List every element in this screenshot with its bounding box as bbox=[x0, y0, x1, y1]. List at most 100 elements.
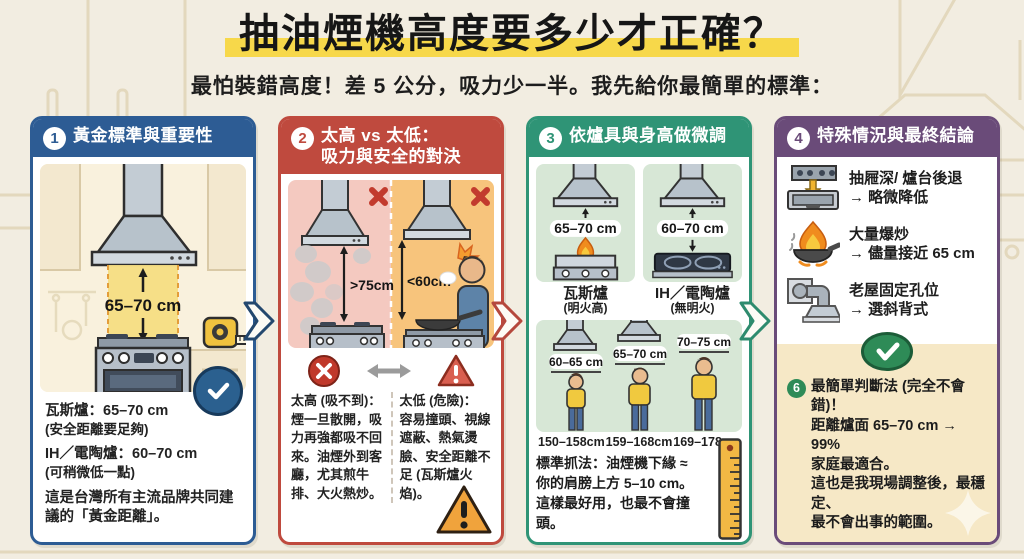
small-hood-2 bbox=[617, 320, 661, 342]
gas-stove-note: (安全距離要足夠) bbox=[45, 421, 149, 437]
duct-pipe-icon bbox=[787, 278, 840, 323]
panel3-header: 3 依爐具與身高做微調 bbox=[529, 119, 749, 157]
list-item-stirfry: 大量爆炒 → 儘量接近 65 cm bbox=[785, 220, 989, 268]
panel-stove-and-height-adjust: 3 依爐具與身高做微調 65–70 cm bbox=[526, 116, 752, 545]
ih-stove-note: (可稍微低一點) bbox=[45, 465, 135, 481]
person-tall-drawing bbox=[691, 357, 717, 431]
figure1-cm-label: 60–65 cm bbox=[549, 355, 603, 369]
conclusion-box: 6 最簡單判斷法 (完全不會錯)！ 距離爐面 65–70 cm → 99% 家庭… bbox=[777, 343, 997, 542]
panel2-title: 太高 vs 太低： 吸力與安全的對決 bbox=[321, 126, 461, 167]
check-circle-icon bbox=[193, 366, 243, 416]
gas-distance-label: 65–70 cm bbox=[554, 220, 616, 236]
golden-distance-note: 這是台灣所有主流品牌共同建議的「黃金距離」。 bbox=[45, 489, 234, 525]
panel2-number-badge: 2 bbox=[291, 127, 314, 150]
ih-stove-box: 60–70 cm bbox=[643, 164, 742, 282]
drawer-case-line1: 抽屜深/ 爐台後退 bbox=[849, 169, 963, 187]
hood-too-low-drawing bbox=[403, 180, 471, 241]
kitchen-hood-illustration: 65–70 cm bbox=[40, 164, 246, 392]
panel2-title-line1: 太高 vs 太低： bbox=[321, 126, 439, 145]
flow-arrow-2-icon bbox=[491, 301, 523, 341]
kitchen-scene-drawing: 65–70 cm bbox=[40, 164, 246, 392]
sparkle-decoration bbox=[945, 490, 991, 536]
figure3-cm-label: 70–75 cm bbox=[677, 335, 731, 349]
ih-stove-sub: (無明火) bbox=[670, 301, 715, 316]
cross-mark-icons bbox=[369, 187, 490, 207]
range-hood-drawing bbox=[90, 164, 198, 267]
rule-line3: 這樣最好用，也最不會撞頭。 bbox=[536, 494, 690, 531]
conclusion-body: 距離爐面 65–70 cm → 99% 家庭最適合。 這也是我現場調整後，最穩定… bbox=[787, 417, 987, 534]
panel1-text-block: 瓦斯爐：65–70 cm (安全距離要足夠) IH／電陶爐：60–70 cm (… bbox=[33, 366, 253, 532]
gas-stove-box: 65–70 cm bbox=[536, 164, 635, 282]
conclusion-number-badge: 6 bbox=[787, 378, 806, 398]
hood-too-high-drawing bbox=[301, 180, 369, 247]
panel2-title-line2: 吸力與安全的對決 bbox=[321, 146, 461, 166]
flow-arrow-1-icon bbox=[243, 301, 275, 341]
success-check-icon bbox=[861, 332, 913, 371]
panel4-title: 特殊情況與最終結論 bbox=[817, 126, 975, 145]
panel-special-cases-conclusion: 4 特殊情況與最終結論 bbox=[774, 116, 1000, 545]
stirfry-case-text: 大量爆炒 → 儘量接近 65 cm bbox=[849, 225, 975, 264]
page-subtitle: 最怕裝錯高度！差 5 公分，吸力少一半。我先給你最簡單的標準： bbox=[190, 75, 834, 98]
body-height-box: 60–65 cm 65–70 cm 70–75 cm bbox=[536, 320, 742, 433]
escaping-smoke-drawing bbox=[290, 245, 371, 336]
height-zone: 65–70 cm bbox=[105, 265, 182, 345]
rule-line1: 標準抓法：油煙機下緣 ≈ bbox=[536, 455, 688, 472]
stove-type-labels: 瓦斯爐 (明火高) IH／電陶爐 (無明火) bbox=[536, 285, 742, 316]
list-item-drawer: 抽屜深/ 爐台後退 → 略微降低 bbox=[785, 165, 989, 211]
wok-fire-icon bbox=[789, 220, 840, 267]
rule-line2: 你的肩膀上方 5–10 cm。 bbox=[536, 474, 694, 491]
gas-stove-name: 瓦斯爐 bbox=[562, 285, 608, 302]
old-house-line1: 老屋固定孔位 bbox=[849, 281, 940, 299]
drawer-case-text: 抽屜深/ 爐台後退 → 略微降低 bbox=[849, 169, 962, 208]
conclusion-line4: 這也是我現場調整後，最穩定、 bbox=[811, 476, 985, 512]
wok-drawing bbox=[403, 309, 485, 349]
page-header: 抽油煙機高度要多少才正確？ bbox=[0, 8, 1024, 60]
too-high-distance-label: >75cm bbox=[350, 277, 394, 293]
conclusion-line2: 距離爐面 65–70 cm → 99% bbox=[811, 417, 957, 454]
error-circle-icon bbox=[308, 355, 340, 388]
panel4-number-badge: 4 bbox=[787, 127, 810, 150]
panel1-title: 黃金標準與重要性 bbox=[73, 126, 213, 145]
stove-type-boxes: 65–70 cm bbox=[536, 164, 742, 282]
gas-stove-label: 瓦斯爐 (明火高) bbox=[536, 285, 635, 316]
body-height-labels: 150–158cm 159–168cm 169–178cm bbox=[536, 432, 742, 449]
conclusion-line3: 家庭最適合。 bbox=[811, 456, 898, 473]
figure2-cm-label: 65–70 cm bbox=[613, 347, 667, 361]
panel3-title: 依爐具與身高做微調 bbox=[569, 126, 727, 145]
conclusion-line1: 最簡單判斷法 (完全不會錯)！ bbox=[811, 378, 965, 415]
distance-label: 65–70 cm bbox=[105, 296, 182, 315]
too-low-title: 太低 (危險)： bbox=[399, 393, 477, 409]
double-arrow-icon bbox=[367, 364, 411, 379]
stirfry-case-line2: → 儘量接近 65 cm bbox=[849, 245, 975, 262]
height-range-1: 150–158cm bbox=[538, 435, 605, 450]
too-low-body: 容易撞頭、視線遮蔽、熱氣燙臉、安全距離不足 (瓦斯爐火焰)。 bbox=[399, 411, 491, 501]
gas-stove-sub: (明火高) bbox=[563, 301, 608, 316]
warning-triangle-icon bbox=[437, 355, 475, 387]
person-short-drawing bbox=[566, 373, 586, 431]
too-low-text: 太低 (危險)： 容易撞頭、視線遮蔽、熱氣燙臉、安全距離不足 (瓦斯爐火焰)。 bbox=[393, 392, 494, 503]
small-hood-1 bbox=[553, 320, 597, 351]
wall-utensils-lineart bbox=[48, 290, 96, 341]
panel1-header: 1 黃金標準與重要性 bbox=[33, 119, 253, 157]
panel4-header: 4 特殊情況與最終結論 bbox=[777, 119, 997, 157]
gas-stove-drawing bbox=[94, 334, 192, 392]
deep-drawer-icon bbox=[787, 165, 839, 210]
ih-stove-label: IH／電陶爐 (無明火) bbox=[643, 285, 742, 316]
stove-left-drawing bbox=[309, 322, 385, 349]
too-high-too-low-illustration: >75cm bbox=[288, 180, 494, 349]
gas-stove-diagram: 65–70 cm bbox=[549, 164, 622, 281]
panel3-body: 65–70 cm bbox=[529, 157, 749, 542]
measuring-tape-icon bbox=[202, 316, 246, 349]
panel2-header: 2 太高 vs 太低： 吸力與安全的對決 bbox=[281, 119, 501, 175]
flow-arrow-3-icon bbox=[739, 301, 771, 341]
stirfry-case-line1: 大量爆炒 bbox=[849, 225, 910, 243]
ruler-icon bbox=[718, 438, 742, 540]
big-warning-triangle-icon bbox=[436, 485, 492, 534]
comparison-icons-row bbox=[281, 348, 501, 390]
comparison-text-columns: 太高 (吸不到)： 煙一旦散開，吸力再強都吸不回來。油煙外到客廳，尤其煎牛排、大… bbox=[281, 390, 501, 507]
comparison-scene-drawing: >75cm bbox=[288, 180, 494, 349]
list-item-old-house: 老屋固定孔位 → 選斜背式 bbox=[785, 277, 989, 323]
panel-golden-standard: 1 黃金標準與重要性 bbox=[30, 116, 256, 545]
panel-too-high-vs-too-low: 2 太高 vs 太低： 吸力與安全的對決 bbox=[278, 116, 504, 545]
ih-distance-label: 60–70 cm bbox=[661, 220, 723, 236]
